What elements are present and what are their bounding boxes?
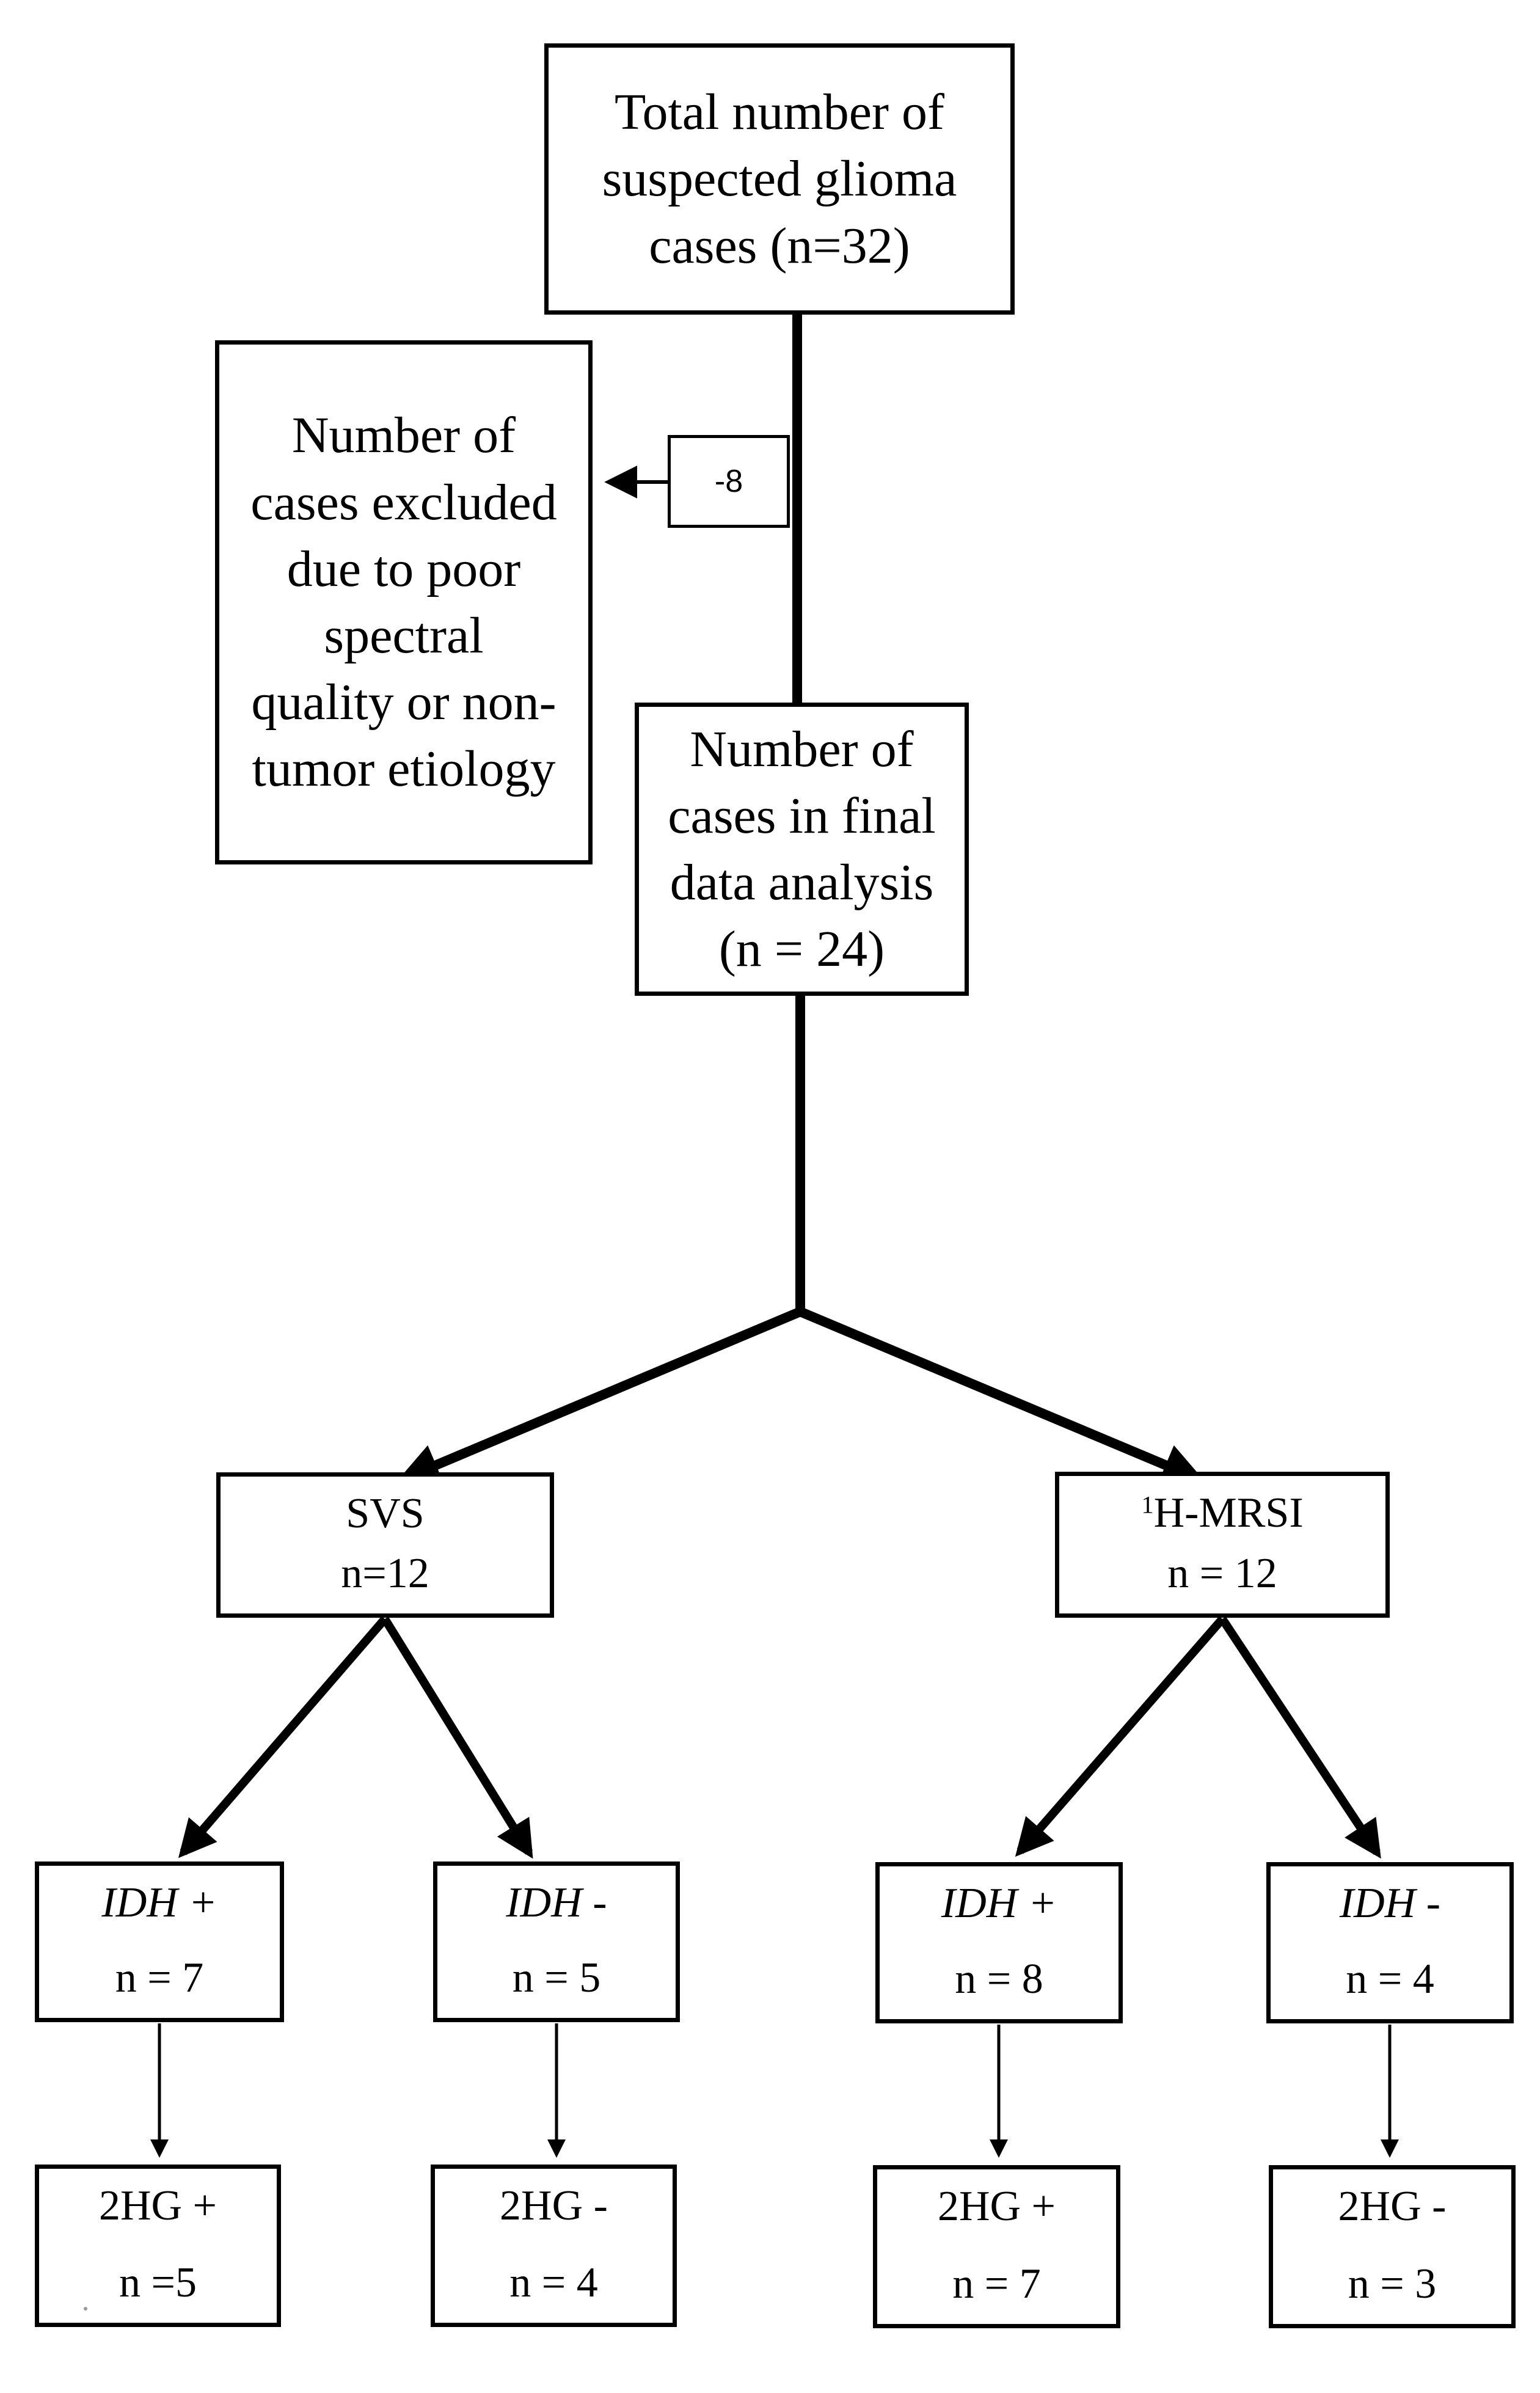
node-mrsi-2hg-positive-label: 2HG +	[937, 2183, 1056, 2230]
node-mrsi-idh-positive-count: n = 8	[955, 1956, 1043, 2003]
node-svs-2hg-negative-count: n = 4	[509, 2259, 598, 2306]
node-svs-count: n=12	[341, 1550, 429, 1597]
node-excluded-cases: Number of cases excluded due to poor spe…	[215, 340, 593, 864]
arrow-branch-to-svs	[396, 1307, 803, 1485]
arrow-hmrsi-to-idh-neg	[1219, 1617, 1381, 1859]
node-total-cases-text: Total number of suspected glioma cases (…	[602, 84, 957, 274]
node-final-analysis-text: Number of cases in final data analysis (…	[668, 720, 936, 978]
node-total-cases: Total number of suspected glioma cases (…	[544, 43, 1015, 315]
node-mrsi-2hg-positive: 2HG + n = 7	[873, 2165, 1120, 2328]
node-svs-idh-negative-count: n = 5	[512, 1954, 601, 2001]
node-svs-idh-positive-count: n = 7	[115, 1954, 204, 2001]
node-svs-2hg-negative: 2HG - n = 4	[431, 2165, 677, 2327]
node-svs-idh-positive: IDH + n = 7	[35, 1861, 284, 2022]
node-hmrsi-label-text: H-MRSI	[1153, 1489, 1304, 1536]
node-mrsi-2hg-negative: 2HG - n = 3	[1269, 2165, 1516, 2328]
node-svs-idh-negative: IDH - n = 5	[433, 1861, 680, 2022]
node-hmrsi-label: 1H-MRSI	[1141, 1492, 1303, 1535]
node-mrsi-idh-positive-label: IDH +	[941, 1880, 1057, 1927]
node-mrsi-idh-positive: IDH + n = 8	[875, 1862, 1123, 2023]
node-svs-label: SVS	[346, 1490, 425, 1537]
arrow-svs-to-idh-pos	[178, 1616, 389, 1858]
node-final-analysis: Number of cases in final data analysis (…	[635, 703, 969, 996]
arrow-hmrsi-to-idh-pos	[1015, 1616, 1226, 1857]
node-excluded-count: -8	[668, 435, 790, 528]
node-svs-2hg-positive-count: n =5	[119, 2259, 197, 2306]
node-hmrsi-superscript: 1	[1141, 1491, 1154, 1519]
node-mrsi-2hg-negative-label: 2HG -	[1338, 2183, 1447, 2230]
node-svs-idh-positive-label: IDH +	[101, 1879, 217, 1926]
node-excluded-count-text: -8	[714, 464, 743, 499]
node-mrsi-2hg-positive-count: n = 7	[952, 2260, 1041, 2307]
node-svs-2hg-positive-label: 2HG +	[98, 2182, 217, 2229]
node-svs-2hg-positive: 2HG + n =5	[35, 2165, 281, 2327]
arrow-svs-to-idh-neg	[381, 1617, 533, 1859]
arrow-branch-to-hmrsi	[798, 1307, 1205, 1485]
node-svs-idh-negative-label: IDH -	[506, 1879, 607, 1926]
scan-artifact-dot	[84, 2307, 87, 2311]
node-svs: SVS n=12	[216, 1472, 554, 1618]
node-mrsi-2hg-negative-count: n = 3	[1348, 2260, 1437, 2307]
node-mrsi-idh-negative-count: n = 4	[1346, 1956, 1434, 2003]
node-mrsi-idh-negative: IDH - n = 4	[1266, 1862, 1514, 2023]
node-hmrsi: 1H-MRSI n = 12	[1055, 1472, 1390, 1618]
node-hmrsi-count: n = 12	[1167, 1550, 1277, 1597]
node-excluded-cases-text: Number of cases excluded due to poor spe…	[250, 407, 557, 798]
node-mrsi-idh-negative-label: IDH -	[1339, 1880, 1441, 1927]
node-svs-2hg-negative-label: 2HG -	[500, 2182, 608, 2229]
